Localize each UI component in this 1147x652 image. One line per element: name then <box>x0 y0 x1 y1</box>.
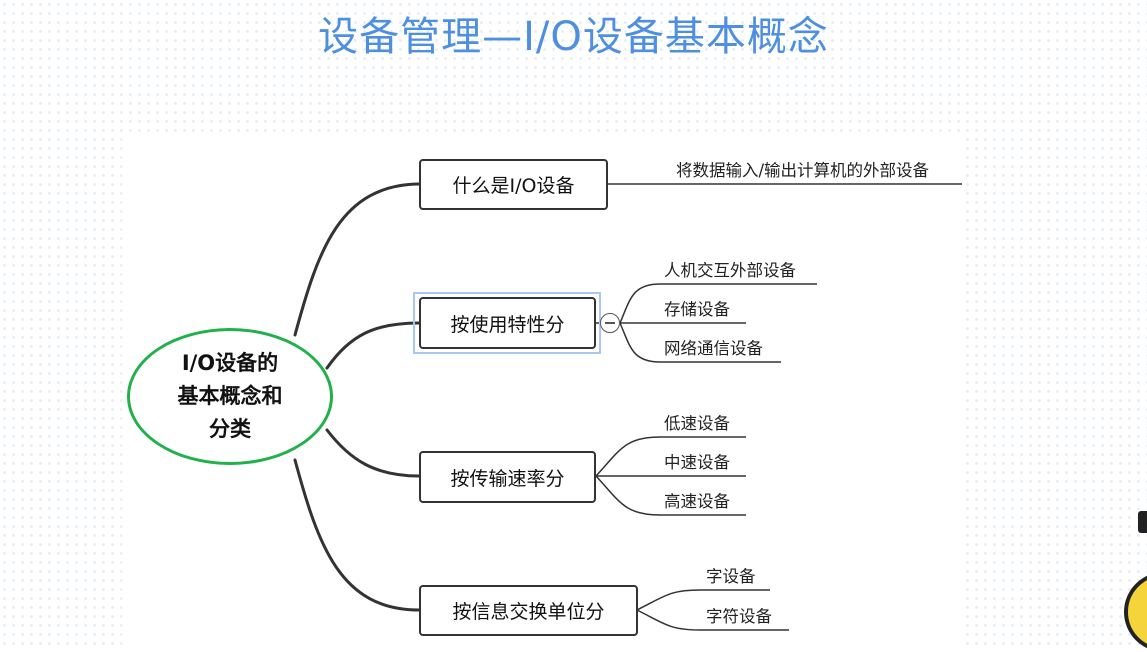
mascot-fragment-icon <box>1138 511 1147 533</box>
leaf-high-speed-device[interactable]: 高速设备 <box>664 488 730 512</box>
leaf-character-device[interactable]: 字符设备 <box>706 603 772 627</box>
leaf-human-interaction-device[interactable]: 人机交互外部设备 <box>664 257 796 281</box>
collapse-toggle-icon[interactable] <box>600 313 620 333</box>
connector-root-branch-4 <box>295 460 419 610</box>
leaf-network-device[interactable]: 网络通信设备 <box>664 335 763 359</box>
branch-label: 什么是I/O设备 <box>453 171 575 198</box>
root-node[interactable]: I/O设备的基本概念和分类 <box>127 328 333 465</box>
branch-label: 按使用特性分 <box>450 310 564 337</box>
connector-root-branch-1 <box>295 184 419 335</box>
branch-by-exchange-unit[interactable]: 按信息交换单位分 <box>419 585 638 636</box>
branch-label: 按信息交换单位分 <box>452 597 604 624</box>
root-node-label: I/O设备的基本概念和分类 <box>175 347 285 446</box>
connector-root-branch-2 <box>327 323 419 368</box>
branch-by-usage[interactable]: 按使用特性分 <box>419 297 596 349</box>
branch-what-is-io[interactable]: 什么是I/O设备 <box>419 159 608 210</box>
leaf-storage-device[interactable]: 存储设备 <box>664 296 730 320</box>
leaf-io-definition[interactable]: 将数据输入/输出计算机的外部设备 <box>676 157 929 181</box>
leaf-block-device[interactable]: 字设备 <box>706 563 756 587</box>
branch-label: 按传输速率分 <box>450 464 564 491</box>
branch-by-transfer-rate[interactable]: 按传输速率分 <box>419 451 596 503</box>
leaf-low-speed-device[interactable]: 低速设备 <box>664 410 730 434</box>
leaf-medium-speed-device[interactable]: 中速设备 <box>664 449 730 473</box>
connector-root-branch-3 <box>327 430 419 476</box>
